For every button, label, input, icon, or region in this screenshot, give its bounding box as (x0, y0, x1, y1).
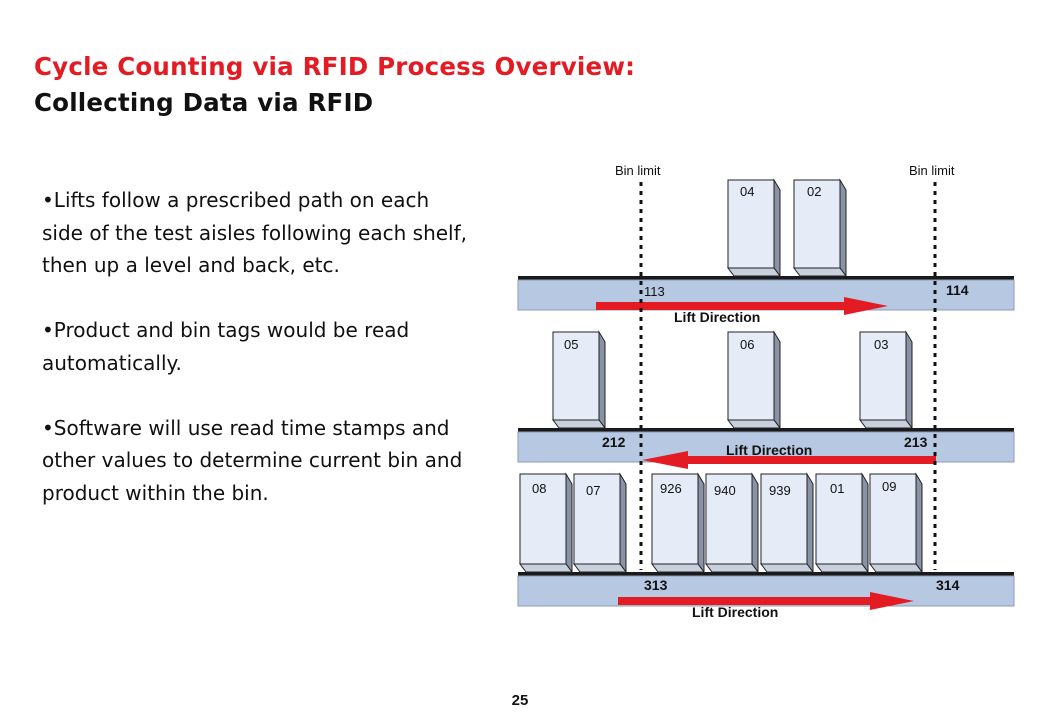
bin-label: 06 (740, 337, 754, 352)
bin-box: 06 (727, 330, 781, 430)
shelf-beam-top (518, 428, 1014, 432)
bin-box: 08 (519, 472, 573, 574)
bin-box: 05 (552, 330, 606, 430)
bin-label: 940 (714, 483, 736, 498)
bin-box: 03 (859, 330, 913, 430)
lift-direction-label: Lift Direction (692, 604, 778, 620)
bin-label: 926 (660, 481, 682, 496)
bullet-item: •Product and bin tags would be read auto… (42, 318, 410, 375)
bin-box: 939 (760, 472, 814, 574)
bin-box: 09 (869, 472, 923, 574)
bin-limits: Bin limit Bin limit (615, 163, 955, 570)
shelf-left-label: 313 (644, 577, 668, 593)
bullet-item: •Software will use read time stamps and … (42, 415, 463, 505)
shelf-beam-top (518, 276, 1014, 280)
shelf-beam-top (518, 572, 1014, 576)
shelf-left-label: 212 (602, 434, 626, 450)
bin-box: 07 (573, 472, 627, 574)
shelf-row-2: 212 213 Lift Direction (517, 428, 1015, 469)
shelf-left-label: 113 (644, 284, 665, 299)
lift-direction-arrow (642, 451, 936, 469)
lift-direction-label: Lift Direction (674, 309, 760, 325)
slide-title: Cycle Counting via RFID Process Overview… (34, 52, 636, 81)
bin-box: 926 (651, 472, 705, 574)
bin-label: 02 (807, 184, 821, 199)
bin-label: 04 (740, 184, 754, 199)
lift-direction-arrow (596, 297, 888, 315)
bin-label: 03 (874, 337, 888, 352)
shelf-row-1: 113 114 Lift Direction (517, 276, 1015, 325)
bin-label: 01 (830, 481, 844, 496)
shelf-right-label: 314 (936, 577, 960, 593)
bin-boxes: 04 02 05 06 (519, 178, 923, 574)
shelf-right-label: 213 (904, 434, 928, 450)
bin-label: 05 (564, 337, 578, 352)
slide-subtitle: Collecting Data via RFID (34, 88, 374, 117)
bin-box: 940 (705, 472, 759, 574)
bin-label: 08 (532, 481, 546, 496)
bin-box: 04 (727, 178, 781, 278)
lift-direction-arrow (618, 592, 914, 610)
page-number: 25 (511, 692, 529, 709)
bin-limit-label-right: Bin limit (909, 163, 955, 178)
bin-label: 07 (586, 483, 600, 498)
bin-label: 09 (882, 479, 896, 494)
bin-box: 01 (815, 472, 869, 574)
bullet-item: •Lifts follow a prescribed path on each … (42, 188, 467, 277)
bin-box: 02 (793, 178, 847, 278)
bin-label: 939 (769, 483, 791, 498)
rfid-shelf-diagram: 113 114 Lift Direction 212 213 Lift Dire… (517, 163, 1015, 620)
bin-limit-label-left: Bin limit (615, 163, 661, 178)
shelf-right-label: 114 (946, 282, 969, 298)
lift-direction-label: Lift Direction (726, 442, 812, 458)
shelf-row-3: 313 314 Lift Direction (517, 572, 1015, 620)
bullet-list: •Lifts follow a prescribed path on each … (42, 184, 472, 542)
